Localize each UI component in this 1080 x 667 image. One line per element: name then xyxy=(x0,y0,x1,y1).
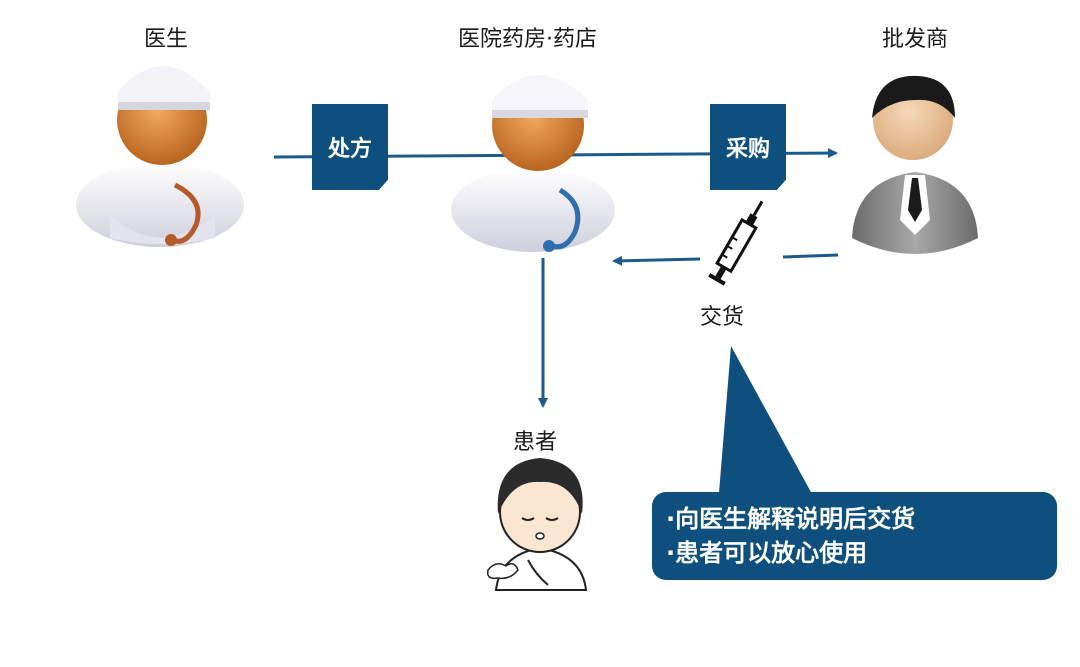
doctor-figure xyxy=(76,66,244,247)
pharmacist-figure xyxy=(451,75,615,252)
pharmacy-label: 医院药房·药店 xyxy=(458,27,597,52)
wholesaler-label: 批发商 xyxy=(882,27,949,52)
delivery-line-right xyxy=(782,253,839,259)
prescription-tag-text: 处方 xyxy=(327,137,372,162)
prescription-tag: 处方 xyxy=(312,104,388,190)
patient-figure xyxy=(486,458,588,591)
callout-pointer xyxy=(718,346,818,505)
wholesaler-figure xyxy=(852,75,978,254)
delivery-label: 交货 xyxy=(700,305,745,330)
patient-label: 患者 xyxy=(513,430,558,455)
syringe-icon xyxy=(708,200,764,286)
purchase-tag-text: 采购 xyxy=(725,137,770,162)
delivery-line-left xyxy=(612,255,701,266)
purchase-tag: 采购 xyxy=(710,104,786,190)
doctor-label: 医生 xyxy=(144,27,189,52)
explanation-callout: ·向医生解释说明后交货 ·患者可以放心使用 xyxy=(652,492,1057,580)
callout-line-2: ·患者可以放心使用 xyxy=(666,539,868,567)
callout-line-1: ·向医生解释说明后交货 xyxy=(666,505,916,533)
